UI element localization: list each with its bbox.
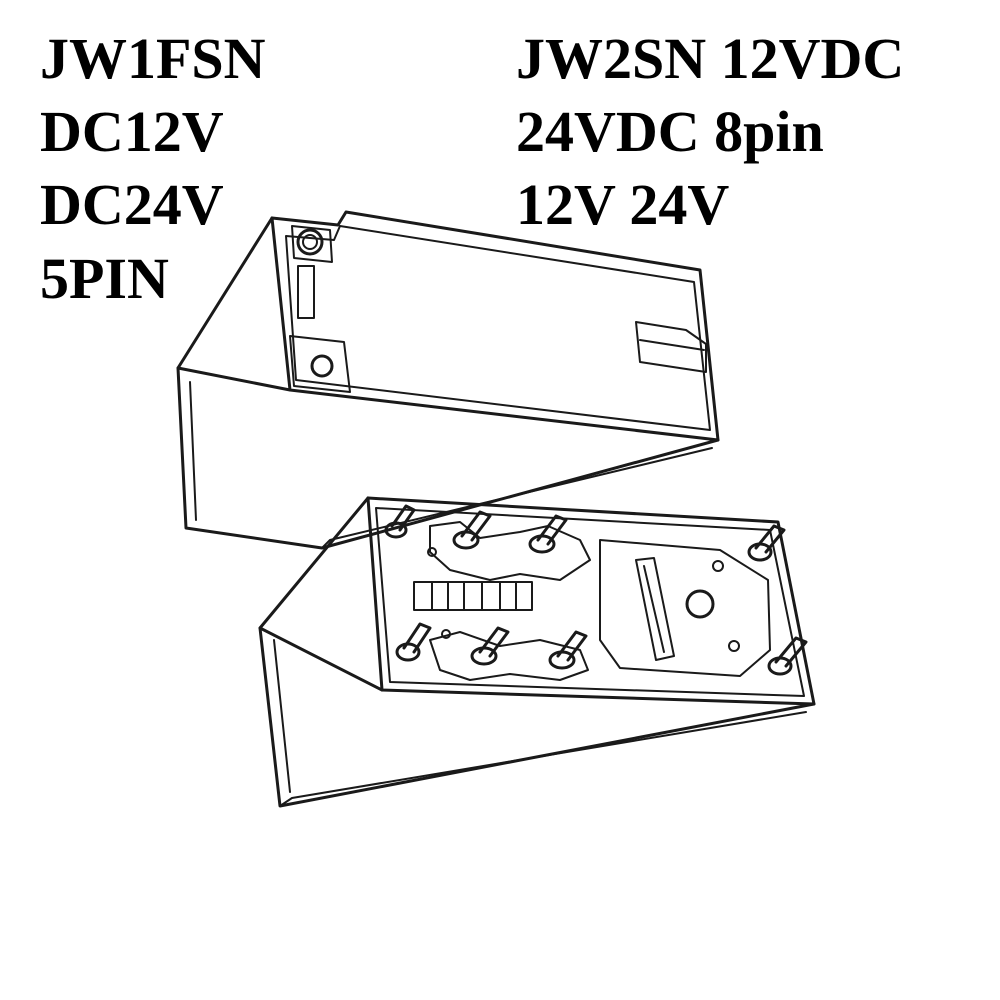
pin-5 (395, 622, 432, 662)
boss-bottom (289, 335, 351, 393)
relay-front-edge (176, 366, 292, 392)
relay-bottom-edge (321, 447, 713, 549)
mounting-hole-top (296, 228, 324, 256)
relay-pin-face-inner (375, 507, 805, 697)
relay-top-view (176, 210, 720, 550)
pad-region-top (429, 521, 591, 581)
relay-bottom-view (258, 496, 816, 808)
small-hole-2 (728, 640, 740, 652)
relay-top-inner-edge (285, 225, 711, 431)
long-slot (635, 557, 675, 661)
vent-dividers (431, 581, 517, 611)
right-label-line-1: JW2SN 12VDC (516, 26, 905, 91)
side-slot (297, 265, 315, 319)
small-hole-4 (441, 629, 451, 639)
pin-2 (452, 510, 492, 550)
pad-region-bottom (429, 631, 589, 681)
pin-4 (747, 524, 786, 562)
pin-1 (384, 504, 416, 539)
right-label-line-3: 12V 24V (516, 172, 730, 237)
mounting-hole-top-inner (302, 234, 318, 250)
small-hole-3 (427, 547, 437, 557)
relay-body-vertical-edge (273, 639, 291, 793)
mounting-hole-bottom (310, 354, 334, 378)
relay-body-front-edge (258, 626, 384, 692)
relay-body-bottom-line (279, 711, 807, 807)
latch-tab (635, 321, 707, 373)
center-boss (685, 589, 715, 619)
relay-body-side (258, 496, 816, 808)
pad-region-right (599, 539, 771, 677)
pin-3 (528, 514, 568, 554)
left-label-line-1: JW1FSN (40, 26, 266, 91)
vent-block (413, 581, 533, 611)
left-label-line-3: DC24V (40, 172, 224, 237)
left-label-line-2: DC12V (40, 99, 224, 164)
relay-top-face (270, 210, 720, 442)
small-hole-1 (712, 560, 724, 572)
right-label-line-2: 24VDC 8pin (516, 99, 824, 164)
pin-7 (548, 630, 588, 670)
left-label-line-4: 5PIN (40, 246, 169, 311)
pin-6 (470, 626, 510, 666)
pin-8 (767, 636, 808, 676)
boss-top (291, 225, 333, 263)
relay-front-inner-line (189, 381, 197, 521)
